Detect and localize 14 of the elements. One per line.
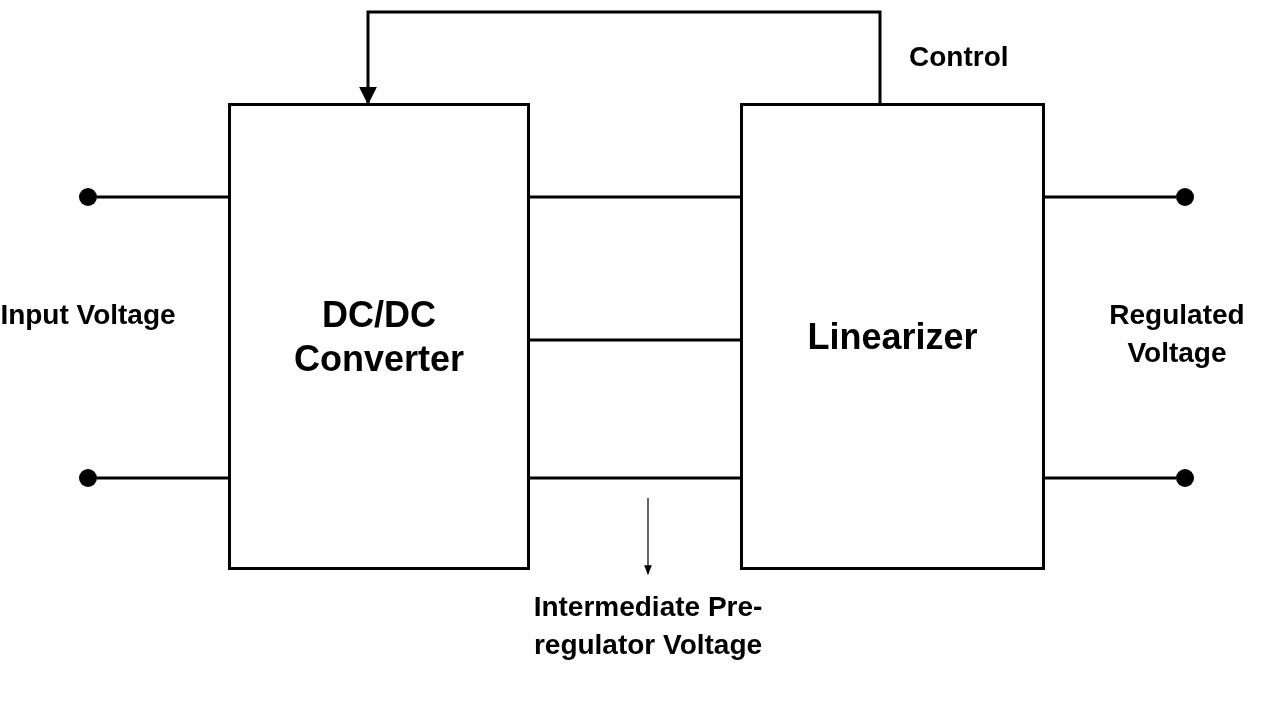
terminal-label: Input Voltage [0,298,176,332]
wire [530,338,740,342]
arrow [359,10,882,105]
linearizer-block: Linearizer [740,103,1045,570]
wire [530,195,740,199]
wire [530,476,740,480]
voltage-label: Intermediate Pre-regulator Voltage [498,588,798,708]
wire [1045,195,1176,199]
wire [97,195,228,199]
arrow [644,497,652,575]
converter-block: DC/DC Converter [228,103,530,570]
wire [97,476,228,480]
wire [1045,476,1176,480]
terminal-label: Regulated Voltage [1108,298,1246,370]
